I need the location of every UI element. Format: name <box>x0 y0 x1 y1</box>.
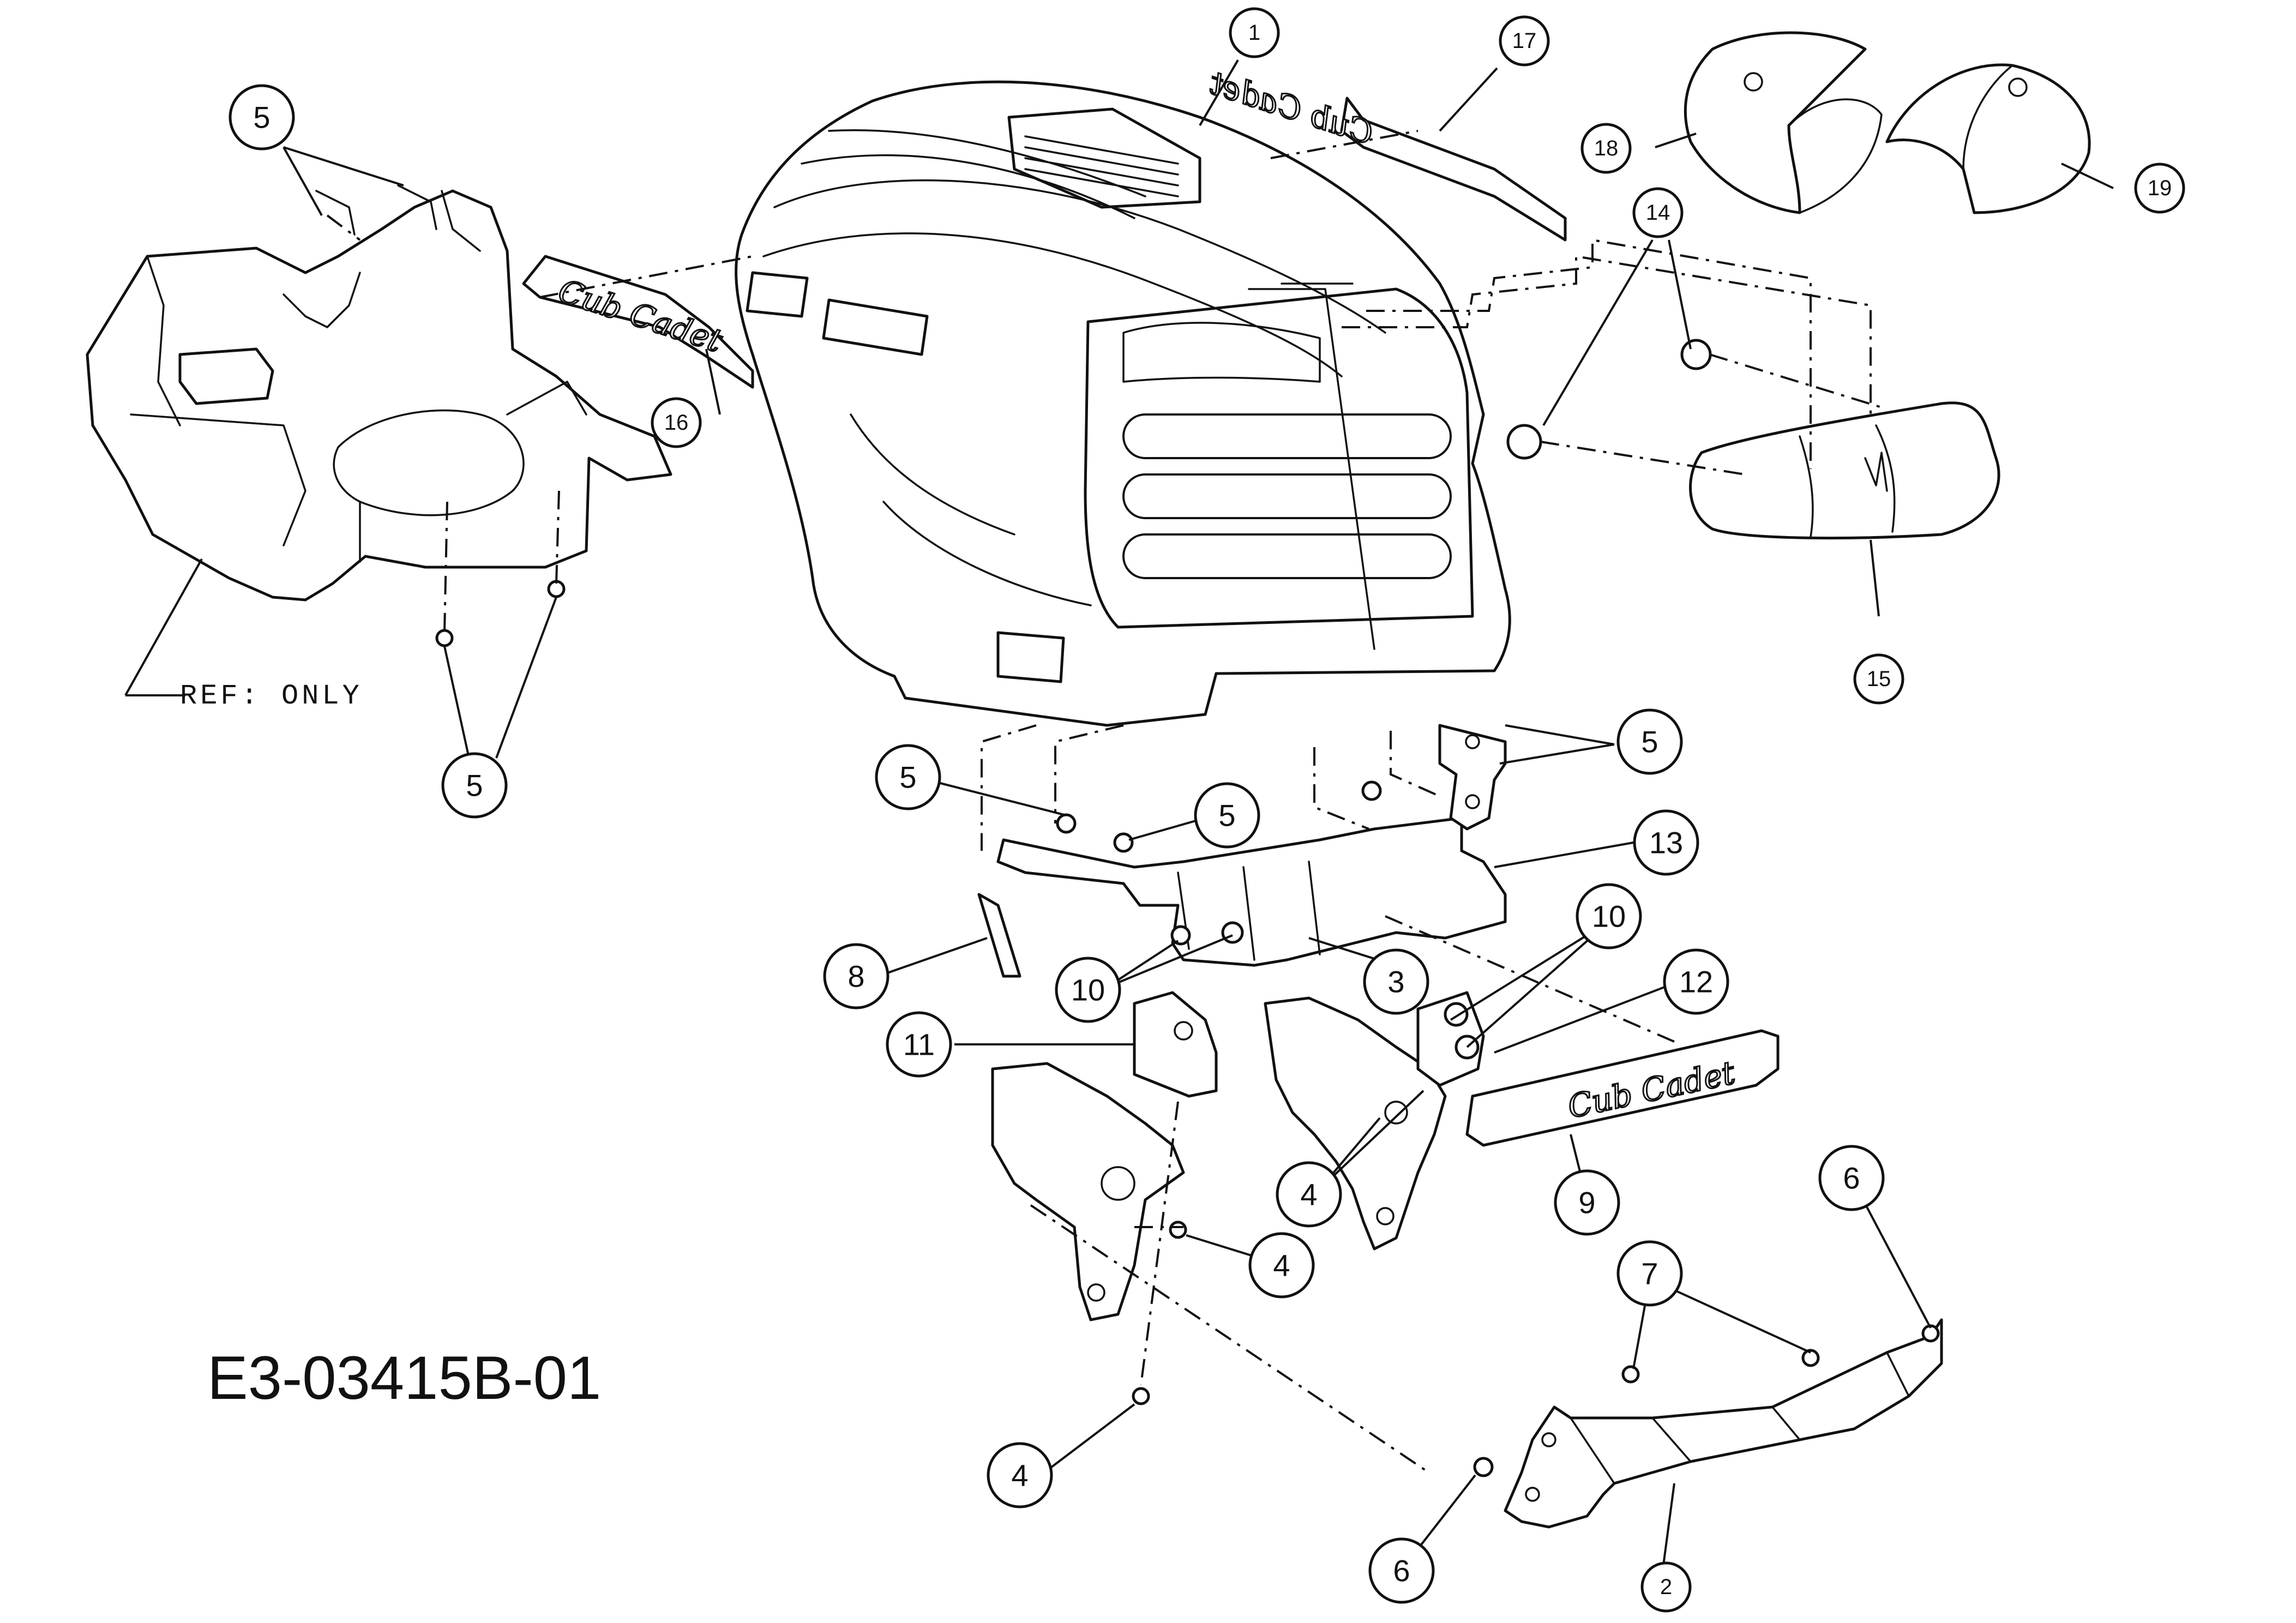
svg-text:11: 11 <box>903 1027 935 1062</box>
decal-19 <box>1885 63 2091 214</box>
svg-text:12: 12 <box>1679 965 1713 999</box>
dash-panel-drawing <box>86 184 672 602</box>
callout-11: 11 <box>886 1011 952 1078</box>
hood-grille-bars <box>1122 413 1452 579</box>
callout-5e: 5 <box>1616 708 1683 775</box>
svg-text:1: 1 <box>1248 21 1260 45</box>
bumper-2 <box>1504 1318 1943 1529</box>
callout-1: 1 <box>1229 7 1280 58</box>
callout-9: 9 <box>1554 1169 1620 1236</box>
svg-text:10: 10 <box>1071 973 1105 1007</box>
callout-5d: 5 <box>1194 782 1260 849</box>
hinge-right <box>1264 991 1485 1251</box>
svg-text:15: 15 <box>1867 667 1891 691</box>
svg-text:18: 18 <box>1594 136 1619 160</box>
callout-15: 15 <box>1853 653 1904 705</box>
callouts: 1 2 3 4 4 4 5 5 5 5 5 6 6 7 8 9 10 10 11… <box>229 7 2185 1613</box>
callout-4c: 4 <box>987 1442 1053 1508</box>
callout-8: 8 <box>823 943 889 1009</box>
callout-6b: 6 <box>1368 1537 1435 1604</box>
callout-13: 13 <box>1633 809 1699 876</box>
svg-text:19: 19 <box>2148 176 2172 200</box>
callout-5a: 5 <box>229 84 295 151</box>
alignment-lines <box>326 130 1888 1474</box>
light-bulbs-14 <box>1506 339 1712 460</box>
callout-2: 2 <box>1640 1561 1692 1613</box>
callout-3: 3 <box>1363 948 1429 1015</box>
decal-18 <box>1684 31 1883 214</box>
svg-text:16: 16 <box>664 411 689 435</box>
svg-text:2: 2 <box>1660 1575 1672 1599</box>
svg-text:10: 10 <box>1592 899 1626 934</box>
hood-drawing <box>735 80 1511 727</box>
svg-text:9: 9 <box>1578 1186 1595 1220</box>
callout-4a: 4 <box>1276 1161 1342 1228</box>
callout-5c: 5 <box>875 744 941 810</box>
callout-14: 14 <box>1632 187 1684 238</box>
front-plate-9: Cub Cadet <box>1465 1029 1780 1147</box>
callout-10a: 10 <box>1055 957 1121 1023</box>
callout-10b: 10 <box>1576 883 1642 949</box>
callout-7: 7 <box>1616 1240 1683 1307</box>
svg-text:3: 3 <box>1387 965 1404 999</box>
headlight-lens-15 <box>1689 401 2000 540</box>
callout-19: 19 <box>2134 163 2185 214</box>
svg-text:5: 5 <box>253 100 270 135</box>
svg-text:6: 6 <box>1393 1554 1410 1588</box>
ref-only-note: REF: ONLY <box>180 680 363 712</box>
hood-vent-slats <box>1024 135 1179 197</box>
svg-text:13: 13 <box>1649 826 1683 860</box>
svg-text:5: 5 <box>466 768 483 803</box>
drawing-code: E3-03415B-01 <box>207 1344 601 1412</box>
callout-4b: 4 <box>1248 1232 1315 1299</box>
callout-6a: 6 <box>1818 1145 1885 1211</box>
side-decal-16-logo: Cub Cadet <box>554 272 727 360</box>
svg-text:5: 5 <box>899 760 916 795</box>
callout-5b: 5 <box>441 752 508 819</box>
callout-18: 18 <box>1580 123 1632 174</box>
frame-bracket-13 <box>996 724 1507 967</box>
svg-text:4: 4 <box>1273 1248 1290 1283</box>
side-decal-16: Cub Cadet <box>522 255 754 389</box>
svg-text:5: 5 <box>1641 725 1658 759</box>
svg-text:8: 8 <box>848 959 864 994</box>
svg-text:7: 7 <box>1641 1257 1658 1291</box>
strap-8 <box>977 893 1021 978</box>
svg-text:4: 4 <box>1011 1458 1028 1493</box>
svg-text:17: 17 <box>1512 29 1537 53</box>
svg-text:5: 5 <box>1218 798 1235 833</box>
callout-16: 16 <box>651 397 702 448</box>
callout-12: 12 <box>1663 948 1729 1015</box>
callout-17: 17 <box>1499 15 1550 67</box>
svg-text:6: 6 <box>1843 1161 1860 1195</box>
svg-text:4: 4 <box>1300 1177 1317 1212</box>
hinge-11-left <box>991 991 1218 1321</box>
svg-text:14: 14 <box>1646 201 1670 225</box>
